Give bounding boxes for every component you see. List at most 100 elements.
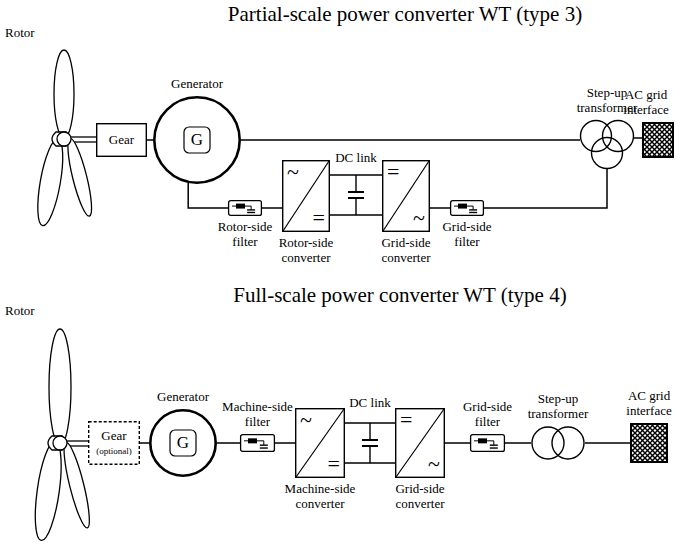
converter-outline bbox=[283, 161, 330, 232]
capacitor-plate bbox=[247, 209, 255, 210]
power-line bbox=[275, 442, 295, 444]
converter-outline bbox=[396, 409, 445, 478]
generator-circle: GeneratorG bbox=[153, 96, 241, 184]
filter-outline bbox=[241, 435, 275, 452]
power-line bbox=[217, 442, 240, 444]
node-text: Gear bbox=[88, 429, 140, 444]
node-text: Gear bbox=[96, 133, 147, 148]
blade bbox=[63, 137, 96, 218]
capacitor-plate bbox=[469, 212, 477, 213]
section-title: Partial-scale power converter WT (type 3… bbox=[205, 2, 605, 26]
converter-symbol: ~ bbox=[300, 409, 312, 431]
converter-outline bbox=[296, 409, 345, 478]
power-line bbox=[241, 139, 580, 141]
converter-symbol: ~ bbox=[287, 161, 299, 183]
capacitor-plate bbox=[362, 439, 378, 441]
rotor-label: Rotor bbox=[5, 304, 55, 319]
dc-link-label: DC link bbox=[326, 151, 386, 166]
box-outline bbox=[97, 124, 147, 157]
node-text: G bbox=[149, 433, 217, 453]
transformer-winding bbox=[532, 427, 564, 459]
power-line bbox=[484, 169, 607, 208]
transformer-winding bbox=[552, 427, 584, 459]
converter-diagonal bbox=[296, 409, 344, 477]
capacitor-plate bbox=[247, 212, 255, 213]
transformer-winding bbox=[603, 121, 634, 152]
node-heading: Machine-side converter bbox=[280, 482, 360, 512]
converter-symbol: ~ bbox=[413, 207, 425, 229]
node-heading: Grid-side filter bbox=[437, 220, 497, 250]
power-line bbox=[330, 174, 382, 176]
power-line bbox=[430, 207, 450, 209]
node-shape bbox=[470, 434, 505, 452]
blade bbox=[30, 440, 66, 542]
power-line bbox=[345, 422, 395, 424]
converter-symbol: = bbox=[400, 409, 412, 431]
power-line bbox=[505, 442, 531, 444]
node-heading: Grid-side filter bbox=[458, 400, 518, 430]
gearbox: Gear bbox=[96, 123, 147, 157]
node-heading: Step-up transformer bbox=[520, 392, 596, 422]
converter-symbol: = bbox=[387, 161, 399, 183]
converter-symbol: = bbox=[328, 453, 340, 475]
power-line bbox=[634, 137, 642, 139]
gearbox: Gear (optional) bbox=[88, 421, 140, 465]
filter-outline bbox=[229, 201, 262, 216]
converter-symbol: = bbox=[313, 207, 325, 229]
inductor-symbol bbox=[236, 204, 245, 209]
blade bbox=[33, 137, 68, 227]
node-shape bbox=[642, 122, 674, 158]
node-heading: Rotor-side converter bbox=[274, 236, 338, 266]
box-outline bbox=[89, 422, 140, 465]
node-shape bbox=[630, 423, 668, 463]
converter-diagonal bbox=[396, 409, 444, 477]
capacitor-plate bbox=[469, 209, 477, 210]
filter-box: Grid-side filter bbox=[450, 200, 484, 216]
hub bbox=[57, 132, 71, 146]
generator-circle: GeneratorG bbox=[149, 409, 217, 477]
blade bbox=[54, 50, 74, 138]
converter-symbol: ~ bbox=[428, 453, 440, 475]
power-line bbox=[262, 207, 282, 209]
node-shape bbox=[450, 200, 484, 216]
filter-outline bbox=[471, 435, 505, 452]
grid-interface: AC grid interface bbox=[630, 423, 668, 463]
node-heading: Grid-side converter bbox=[374, 236, 438, 266]
capacitor-plate bbox=[348, 191, 364, 193]
converter-diagonal bbox=[283, 161, 329, 231]
capacitor-plate bbox=[490, 447, 498, 448]
dc-link-capacitor bbox=[330, 175, 382, 215]
node-text: (optional) bbox=[88, 446, 140, 456]
power-line bbox=[147, 139, 153, 141]
node-shape bbox=[580, 120, 634, 169]
node-heading: Grid-side converter bbox=[388, 482, 452, 512]
inductor-symbol bbox=[248, 438, 257, 443]
filter-box: Grid-side filter bbox=[470, 434, 505, 452]
transformer-symbol: Step-up transformer bbox=[580, 120, 634, 169]
hub bbox=[53, 436, 67, 450]
power-line bbox=[445, 442, 470, 444]
capacitor-lead bbox=[369, 423, 370, 440]
power-line bbox=[585, 442, 630, 444]
converter-diagonal bbox=[383, 161, 429, 231]
power-line bbox=[188, 183, 228, 208]
filter-outline bbox=[451, 201, 484, 216]
dc-link-label: DC link bbox=[340, 396, 400, 411]
grid-hatch bbox=[643, 123, 673, 157]
grid-hatch bbox=[631, 424, 667, 462]
shaft bbox=[66, 440, 88, 441]
blade bbox=[49, 329, 71, 445]
node-heading: AC grid interface bbox=[618, 88, 674, 118]
converter-box: =~Grid-side converter bbox=[382, 160, 430, 232]
section-title: Full-scale power converter WT (type 4) bbox=[200, 283, 600, 307]
dc-link-capacitor bbox=[345, 423, 395, 463]
rotor-illustration bbox=[33, 50, 96, 227]
node-heading: Rotor-side filter bbox=[213, 220, 277, 250]
transformer-winding bbox=[592, 138, 623, 169]
converter-box: ~=Rotor-side converter bbox=[282, 160, 330, 232]
grid-interface: AC grid interface bbox=[642, 122, 674, 158]
inductor-symbol bbox=[458, 204, 467, 209]
capacitor-lead bbox=[369, 446, 370, 463]
converter-box: =~Grid-side converter bbox=[395, 408, 445, 478]
